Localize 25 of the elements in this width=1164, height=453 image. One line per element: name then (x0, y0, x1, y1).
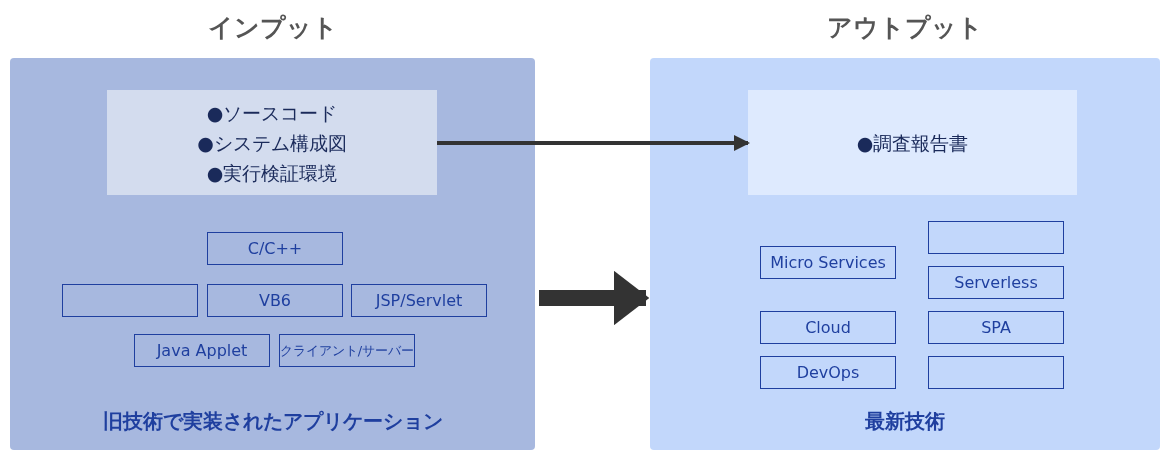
technology-label: VB6 (207, 284, 343, 317)
list-box (107, 90, 437, 195)
technology-label: Micro Services (760, 246, 896, 279)
panel-caption: 最新技術 (864, 408, 946, 435)
technology-label: C/C++ (207, 232, 343, 265)
list-item: ●システム構成図 (197, 130, 347, 156)
technology-label: DevOps (760, 356, 896, 389)
empty-box (928, 221, 1064, 254)
empty-box (928, 356, 1064, 389)
panel-heading: インプット (206, 12, 339, 44)
technology-label: クライアント/サーバー (279, 334, 415, 367)
list-item: ●実行検証環境 (206, 160, 338, 186)
arrow (437, 135, 750, 151)
list-item: ●ソースコード (206, 100, 338, 126)
technology-label: Java Applet (134, 334, 270, 367)
list-item: ●調査報告書 (856, 130, 969, 156)
arrow (539, 270, 650, 326)
panel-heading: アウトプット (826, 12, 984, 44)
technology-label: Serverless (928, 266, 1064, 299)
technology-label: Cloud (760, 311, 896, 344)
technology-label: SPA (928, 311, 1064, 344)
empty-box (62, 284, 198, 317)
list-box (748, 90, 1077, 195)
technology-label: JSP/Servlet (351, 284, 487, 317)
panel-caption: 旧技術で実装されたアプリケーション (101, 408, 444, 435)
